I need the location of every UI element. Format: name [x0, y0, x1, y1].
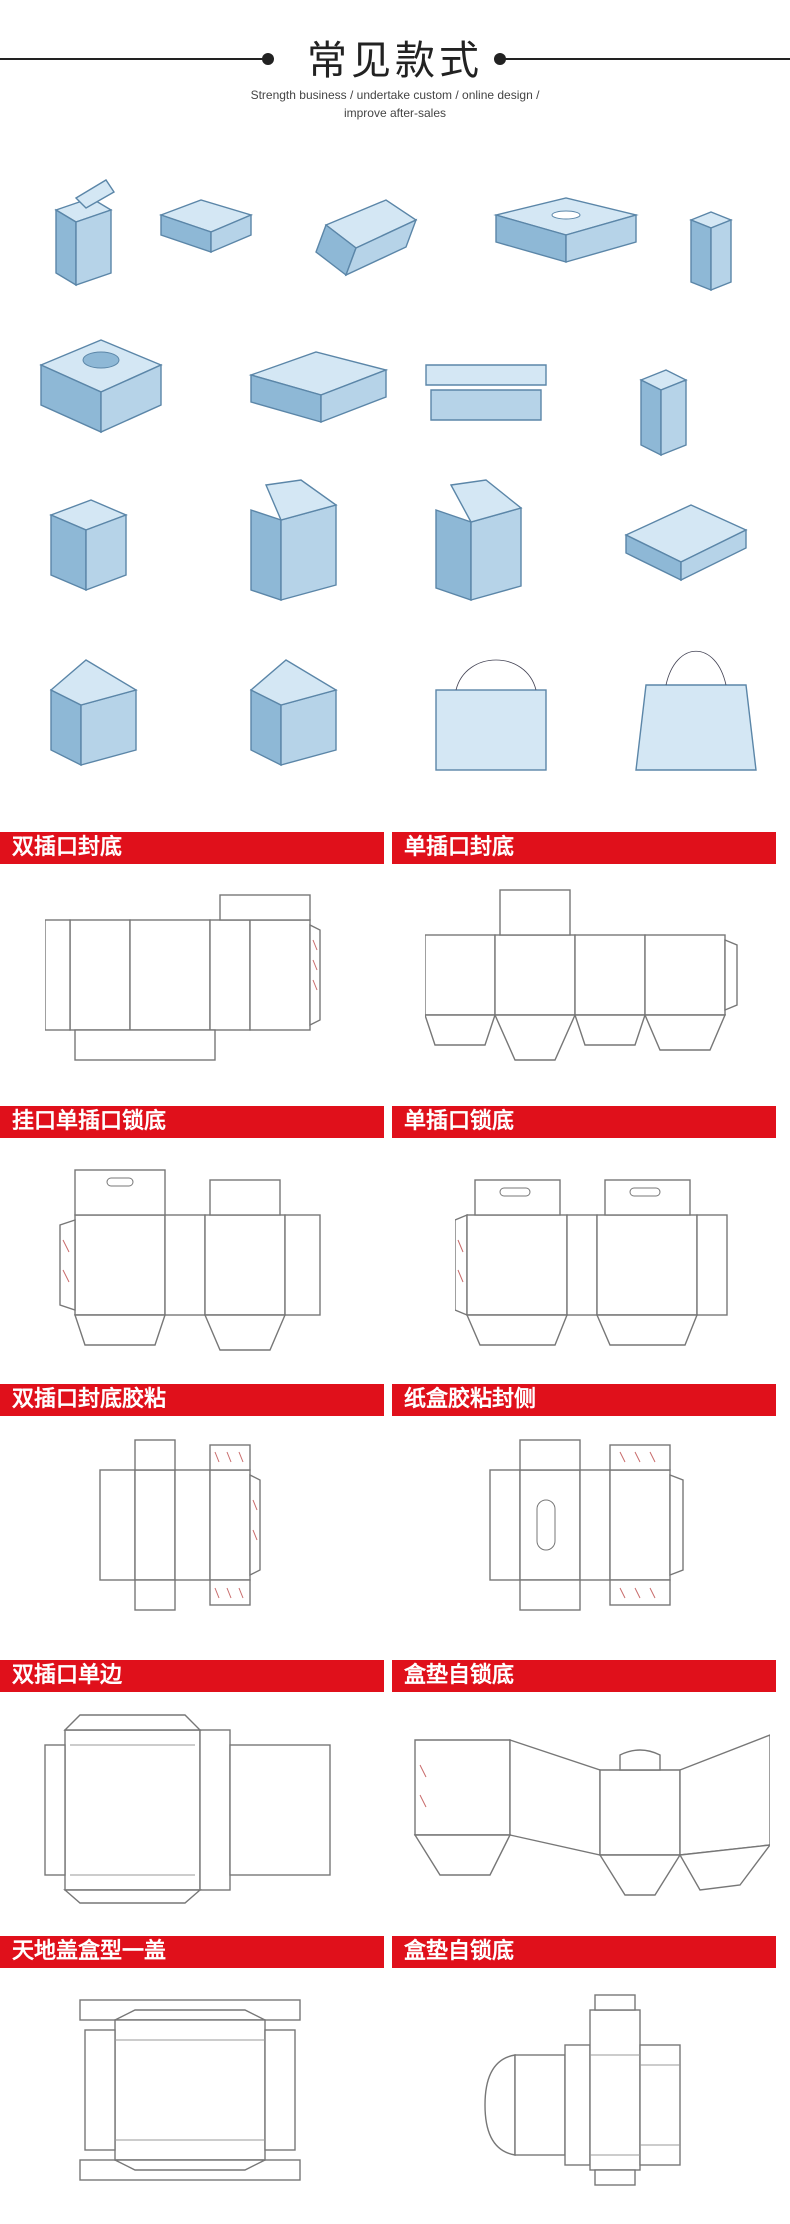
section-banner-double-tuck-sealed-bottom: 双插口封底: [0, 832, 384, 864]
dieline-tray-self-lock-bottom-a: [410, 1705, 770, 1905]
box-illustration-lid-base: [425, 364, 547, 421]
box-styles-illustration: [26, 170, 764, 810]
section-banner-double-tuck-single-edge: 双插口单边: [0, 1660, 384, 1692]
header-line-left: [0, 58, 268, 60]
page-title: 常见款式: [307, 38, 483, 84]
header-dot-left: [262, 53, 274, 65]
box-illustration-paper-bag-a: [435, 659, 547, 771]
box-illustration-house-box-b: [249, 659, 338, 767]
box-illustration-hanger-tall: [639, 369, 688, 457]
box-illustration-tissue-box: [493, 197, 639, 263]
section-banner-hanger-single-tuck-lock-bottom: 挂口单插口锁底: [0, 1106, 384, 1138]
box-illustration-gable-box-b: [435, 479, 523, 601]
header-line-right: [502, 58, 790, 60]
box-illustration-handle-flat: [624, 504, 748, 582]
section-banner-tray-self-lock-bottom-b: 盒垫自锁底: [392, 1936, 776, 1968]
page-subtitle-line2: improve after-sales: [343, 106, 447, 120]
dieline-double-tuck-single-edge: [40, 1705, 340, 1905]
section-banner-tray-self-lock-bottom-a: 盒垫自锁底: [392, 1660, 776, 1692]
section-banner-carton-glued-side: 纸盒胶粘封侧: [392, 1384, 776, 1416]
dieline-lid-base-box: [70, 1990, 310, 2190]
dieline-hanger-single-tuck-lock-bottom: [55, 1160, 325, 1360]
box-illustration-paper-bag-b: [635, 650, 757, 771]
page-subtitle-line1: Strength business / undertake custom / o…: [250, 88, 540, 102]
section-banner-single-tuck-lock-bottom: 单插口锁底: [392, 1106, 776, 1138]
dieline-tray-self-lock-bottom-b: [480, 1990, 700, 2190]
box-illustration-handle-case: [39, 339, 163, 434]
dieline-single-tuck-sealed-bottom: [425, 880, 755, 1080]
dieline-carton-glued-side: [485, 1430, 705, 1620]
box-illustration-tall-tuck: [54, 179, 115, 287]
box-illustration-flat-tray: [158, 199, 254, 254]
box-illustration-gable-box-a: [250, 479, 338, 601]
box-illustration-lid-box: [248, 351, 389, 424]
dieline-double-tuck-glued-bottom: [95, 1430, 295, 1620]
box-illustration-house-box-a: [49, 659, 138, 767]
section-banner-lid-base-box: 天地盖盒型一盖: [0, 1936, 384, 1968]
box-illustration-hanger-box: [49, 499, 128, 592]
box-illustration-angled-box: [315, 199, 418, 277]
dieline-single-tuck-lock-bottom: [455, 1160, 735, 1360]
section-banner-single-tuck-sealed-bottom: 单插口封底: [392, 832, 776, 864]
dieline-double-tuck-sealed-bottom: [45, 880, 325, 1080]
section-banner-double-tuck-glued-bottom: 双插口封底胶粘: [0, 1384, 384, 1416]
header-dot-right: [494, 53, 506, 65]
box-illustration-tall-narrow: [689, 211, 733, 292]
page-header: 常见款式 Strength business / undertake custo…: [0, 0, 790, 130]
